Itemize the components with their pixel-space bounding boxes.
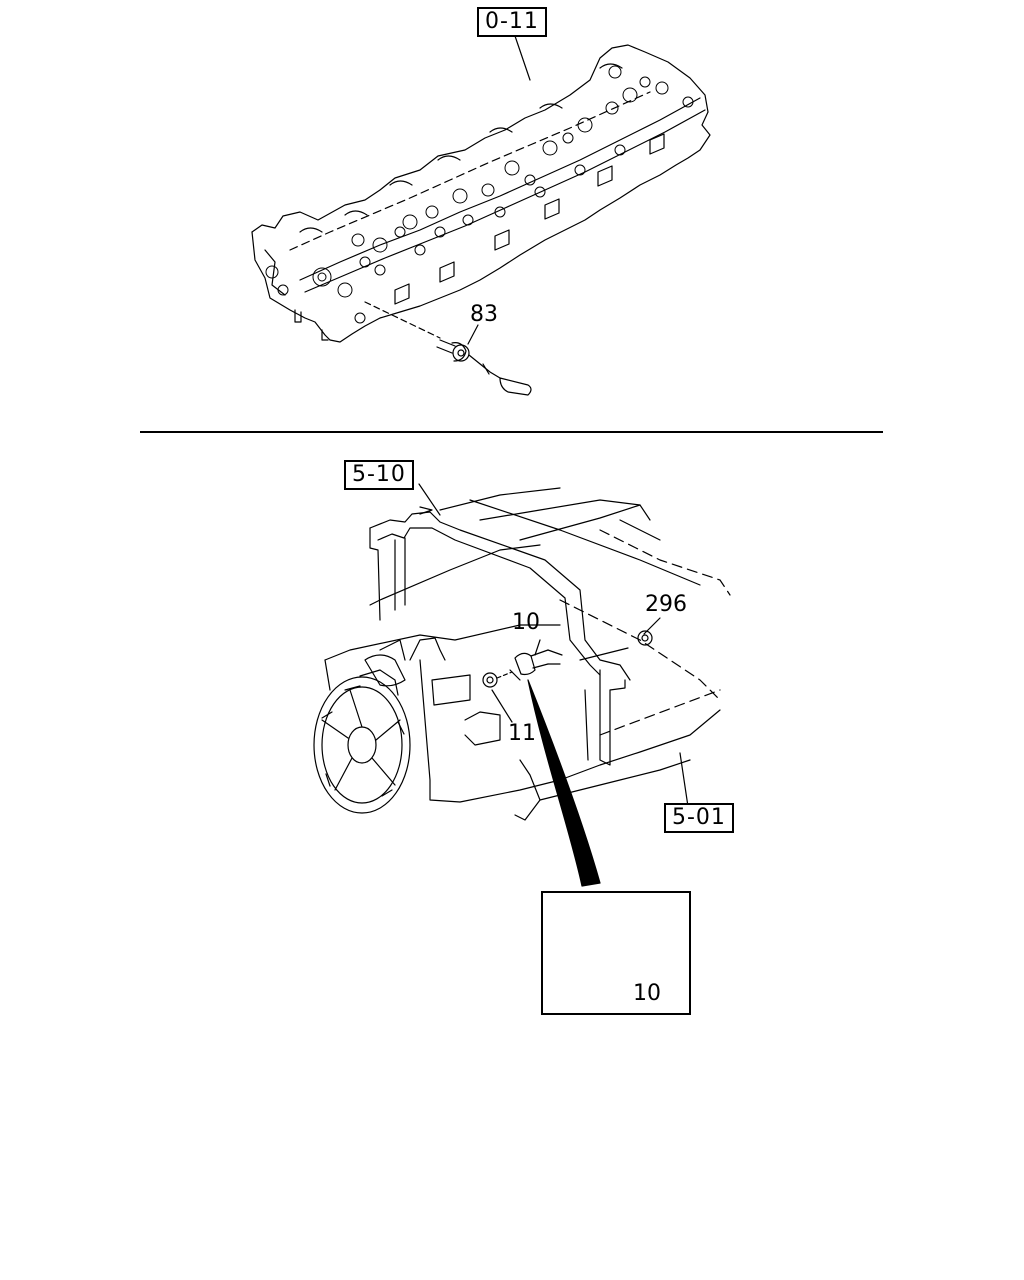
inset-part-number-10: 10 (633, 981, 661, 1006)
part-number-11: 11 (508, 721, 536, 746)
part-number-83: 83 (470, 302, 498, 327)
transmission-illustration (313, 483, 731, 1003)
cylinder-head-illustration (251, 35, 711, 396)
reference-box-0-11: 0-11 (477, 7, 547, 37)
part-number-10: 10 (512, 610, 540, 635)
reference-box-5-10: 5-10 (344, 460, 414, 490)
section-divider (140, 431, 883, 433)
reference-box-5-01: 5-01 (664, 803, 734, 833)
detail-inset-frame (541, 891, 691, 1015)
part-number-296: 296 (645, 592, 687, 617)
